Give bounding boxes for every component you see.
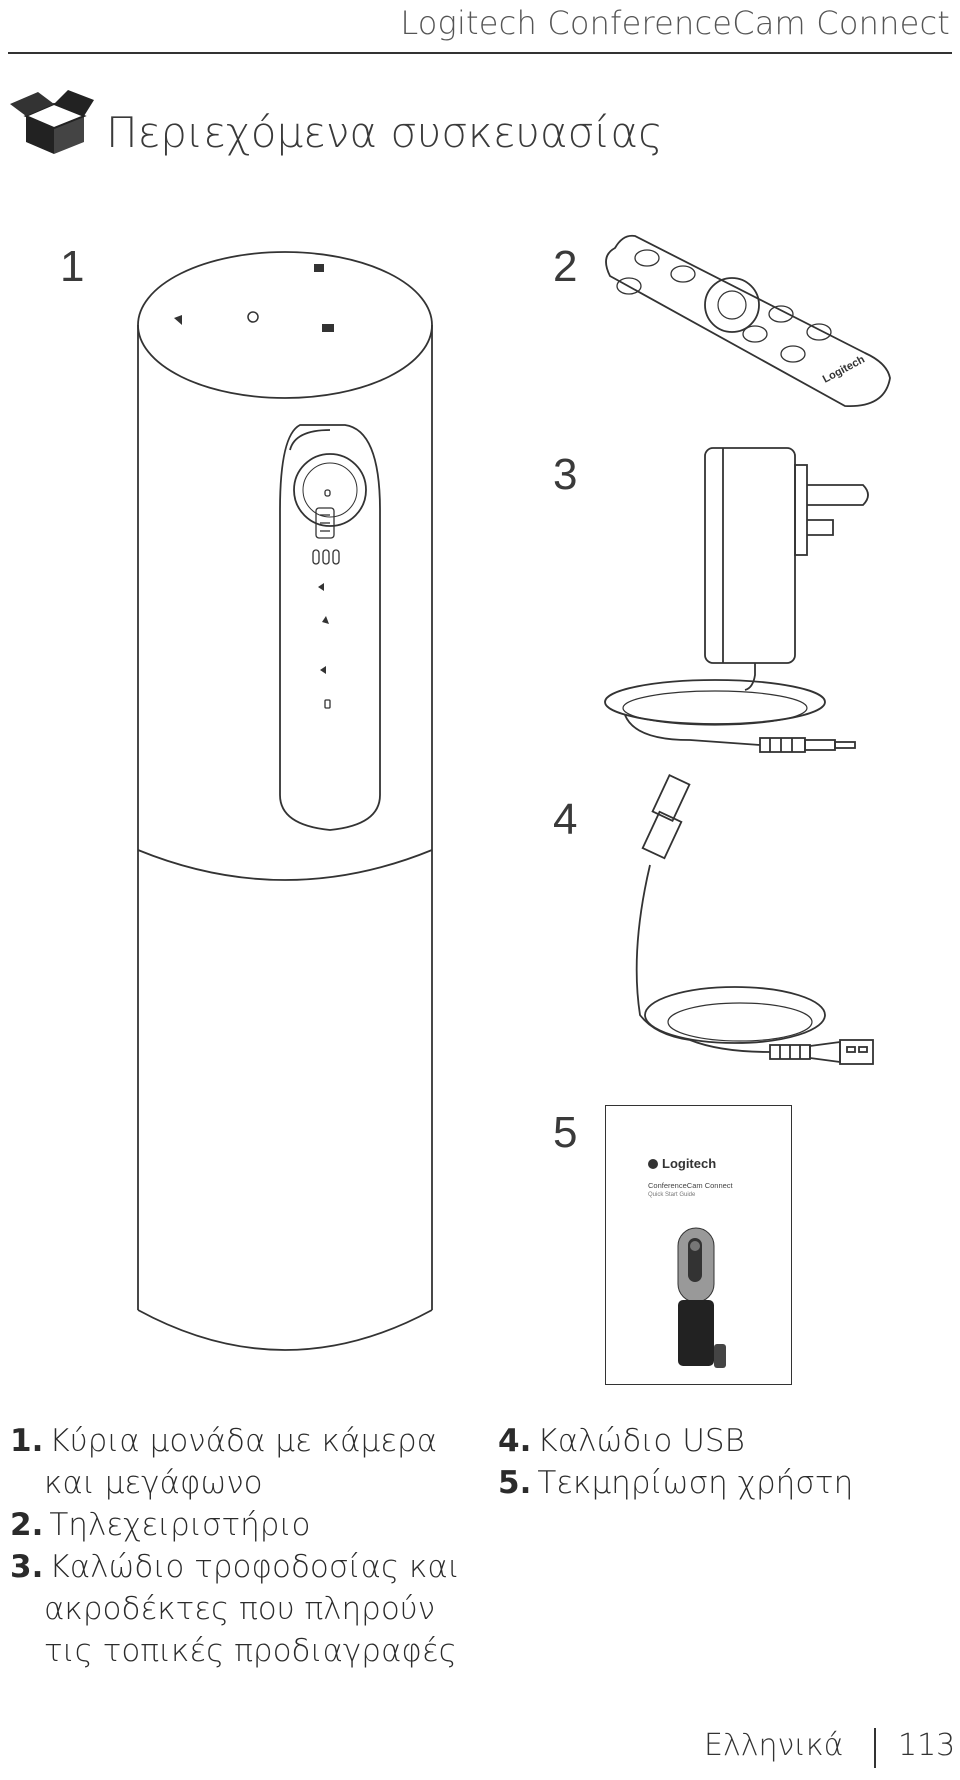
main-unit-illustration <box>137 251 433 1351</box>
legend-item-text-cont: ακροδέκτες που πληρούν <box>44 1591 436 1627</box>
page-header: Logitech ConferenceCam Connect <box>0 0 960 56</box>
booklet-subtitle: Quick Start Guide <box>648 1192 696 1198</box>
footer-language: Ελληνικά <box>704 1728 844 1763</box>
open-box-icon <box>10 90 94 154</box>
header-title: Logitech ConferenceCam Connect <box>400 4 950 42</box>
legend-item-3: 3.Καλώδιο τροφοδοσίας και ακροδέκτες που… <box>10 1546 460 1672</box>
legend-item-number: 5. <box>498 1465 532 1501</box>
legend-item-number: 3. <box>10 1549 44 1585</box>
figure-number-2: 2 <box>553 242 578 291</box>
header-divider <box>8 52 952 54</box>
legend-item-text-cont2: τις τοπικές προδιαγραφές <box>44 1633 457 1669</box>
footer-divider <box>874 1728 876 1768</box>
power-adapter-illustration <box>604 447 869 753</box>
legend-item-number: 1. <box>10 1423 44 1459</box>
user-documentation-booklet: Logitech ConferenceCam Connect Quick Sta… <box>605 1105 792 1385</box>
booklet-product-name: ConferenceCam Connect <box>648 1181 733 1190</box>
remote-brand-label: Logitech <box>821 353 867 385</box>
legend-left: 1.Κύρια μονάδα με κάμερα και μεγάφωνο 2.… <box>10 1420 460 1672</box>
figure-number-3: 3 <box>553 450 578 499</box>
legend-item-number: 2. <box>10 1507 44 1543</box>
booklet-brand: Logitech <box>648 1156 716 1171</box>
legend-item-5: 5.Τεκμηρίωση χρήστη <box>498 1462 853 1504</box>
figure-number-5: 5 <box>553 1108 578 1157</box>
page-number: 113 <box>898 1728 956 1763</box>
section-title: Περιεχόμενα συσκευασίας <box>106 108 663 157</box>
figure-number-1: 1 <box>60 242 85 291</box>
legend-item-text: Κύρια μονάδα με κάμερα <box>49 1423 438 1459</box>
usb-cable-illustration <box>635 774 874 1065</box>
legend-item-text: Τεκμηρίωση χρήστη <box>537 1465 854 1501</box>
legend-item-text: Τηλεχειριστήριο <box>49 1507 311 1543</box>
booklet-brand-text: Logitech <box>662 1156 717 1171</box>
legend-item-text: Καλώδιο τροφοδοσίας και <box>49 1549 460 1585</box>
logitech-logo-icon <box>648 1159 658 1169</box>
legend-item-number: 4. <box>498 1423 532 1459</box>
figure-number-4: 4 <box>553 795 578 844</box>
legend-item-1: 1.Κύρια μονάδα με κάμερα και μεγάφωνο <box>10 1420 460 1504</box>
legend-item-text: Καλώδιο USB <box>537 1423 745 1459</box>
legend-item-4: 4.Καλώδιο USB <box>498 1420 853 1462</box>
legend-item-2: 2.Τηλεχειριστήριο <box>10 1504 460 1546</box>
legend-right: 4.Καλώδιο USB 5.Τεκμηρίωση χρήστη <box>498 1420 853 1504</box>
legend-item-text-cont: και μεγάφωνο <box>44 1465 263 1501</box>
booklet-product-image <box>677 1227 726 1368</box>
remote-control-illustration: Logitech <box>605 234 891 407</box>
